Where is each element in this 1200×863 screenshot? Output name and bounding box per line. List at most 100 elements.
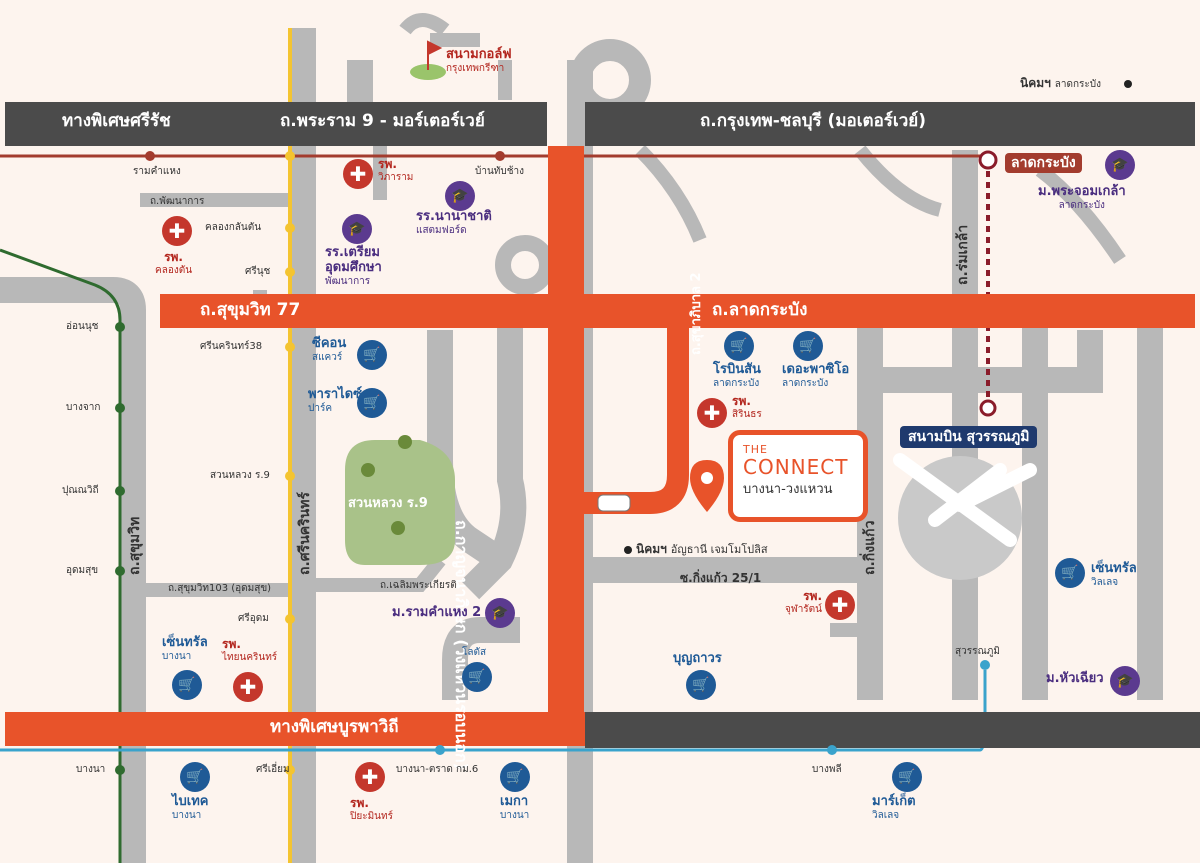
bitec: ไบเทคบางนา bbox=[172, 794, 209, 821]
airport-label: สนามบิน สุวรรณภูมิ bbox=[900, 426, 1038, 449]
hospital-cross-icon: ✚ bbox=[233, 672, 263, 702]
shopping-cart-icon: 🛒 bbox=[180, 762, 210, 792]
nikhom-dot bbox=[1124, 80, 1132, 88]
road-label-sukhumvit103: ถ.สุขุมวิท103 (อุดมสุข) bbox=[168, 583, 272, 594]
yellow-line-stations bbox=[285, 151, 295, 775]
road-label-rom-klao: ถ.ร่มเกล้า bbox=[955, 224, 971, 285]
shopping-cart-icon: 🛒 bbox=[172, 670, 202, 700]
location-pin-icon bbox=[690, 460, 724, 512]
green-line-stations bbox=[115, 322, 125, 775]
park-label: สวนหลวง ร.9 bbox=[348, 496, 428, 511]
station-si-nut: ศรีนุช bbox=[245, 266, 271, 277]
station-khlong-kalantan: คลองกลันตัน bbox=[205, 222, 262, 233]
graduation-cap-icon: 🎓 bbox=[1110, 666, 1140, 696]
project-the-connect[interactable]: THE CONNECT บางนา-วงแหวน bbox=[728, 430, 868, 522]
road-label-sukhumvit: ถ.สุขุมวิท bbox=[127, 516, 143, 575]
road-label-srinagarindra: ถ.ศรีนครินทร์ bbox=[297, 492, 313, 575]
mall-mega: เมกาบางนา bbox=[500, 794, 530, 821]
burapha-orange-road bbox=[5, 712, 585, 746]
road-label-sukhumvit77: ถ.สุขุมวิท 77 bbox=[200, 300, 301, 320]
hospital-thainakarin: รพ.ไทยนครินทร์ bbox=[222, 637, 278, 663]
expressway-sri-rat-road bbox=[5, 102, 547, 146]
mall-seacon: ซีคอนสแควร์ bbox=[312, 336, 347, 363]
mall-lotus: โลตัส bbox=[462, 647, 487, 658]
graduation-cap-icon: 🎓 bbox=[1105, 150, 1135, 180]
station-punnawithi: ปุณณวิถี bbox=[62, 485, 99, 496]
golf-flag-icon bbox=[427, 40, 443, 70]
golf-course-label: สนามกอล์ฟกรุงเทพกรีฑา bbox=[446, 47, 512, 74]
station-udom-suk: อุดมสุข bbox=[66, 565, 99, 576]
interchange-loop bbox=[569, 39, 651, 121]
tree-icon bbox=[398, 435, 412, 449]
airplane-icon bbox=[893, 453, 1037, 547]
car-icon bbox=[597, 494, 631, 512]
tree-icon bbox=[361, 463, 375, 477]
station-ramkhamhaeng: รามคำแหง bbox=[133, 166, 181, 177]
station-si-udom: ศรีอุดม bbox=[238, 613, 269, 624]
station-srinagarindra38: ศรีนครินทร์38 bbox=[200, 341, 263, 352]
road-label-king-kaeo: ถ.กิ่งแก้ว bbox=[862, 520, 878, 575]
burapha-dark-road bbox=[585, 712, 1200, 748]
station-bang-chak: บางจาก bbox=[66, 402, 101, 413]
tree-icon bbox=[391, 521, 405, 535]
mall-boonthavorn: บุญถาวร bbox=[673, 651, 722, 666]
hospital-piyamin: รพ.ปิยะมินทร์ bbox=[350, 796, 393, 822]
motorway-road bbox=[585, 102, 1195, 146]
shopping-cart-icon: 🛒 bbox=[357, 388, 387, 418]
kanchanaphisek-road bbox=[548, 146, 584, 744]
station-suan-luang: สวนหลวง ร.9 bbox=[210, 470, 270, 481]
red-line-stations bbox=[145, 150, 998, 417]
mall-central-bangna: เซ็นทรัลบางนา bbox=[162, 635, 208, 662]
graduation-cap-icon: 🎓 bbox=[342, 214, 372, 244]
nikhom-anthani: นิคมฯ อัญธานี เจมโมโปลิส bbox=[636, 542, 768, 556]
project-title-line3: บางนา-วงแหวน bbox=[743, 482, 833, 497]
mall-robinson: โรบินสันลาดกระบัง bbox=[713, 362, 761, 389]
shopping-cart-icon: 🛒 bbox=[793, 331, 823, 361]
station-bang-phli: บางพลี bbox=[812, 764, 842, 775]
road-label-rama9: ถ.พระราม 9 - มอร์เตอร์เวย์ bbox=[280, 111, 485, 131]
road-label-lat-krabang: ถ.ลาดกระบัง bbox=[712, 300, 808, 320]
graduation-cap-icon: 🎓 bbox=[445, 181, 475, 211]
road-label-chaloem-phrakiat: ถ.เฉลิมพระเกียรติ bbox=[380, 580, 457, 591]
hospital-chularat: รพ.จุฬารัตน์ bbox=[785, 589, 823, 615]
hospital-cross-icon: ✚ bbox=[355, 762, 385, 792]
station-lat-krabang: ลาดกระบัง bbox=[1005, 153, 1082, 174]
mall-paseo: เดอะพาซิโอลาดกระบัง bbox=[782, 362, 850, 389]
station-suvarnabhumi: สุวรรณภูมิ bbox=[955, 646, 1000, 657]
university-huachiew: ม.หัวเฉียว bbox=[1046, 671, 1104, 686]
hospital-vibharam: รพ.วิภาราม bbox=[378, 157, 414, 183]
road-label-sri-rat: ทางพิเศษศรีรัช bbox=[62, 111, 171, 131]
shopping-cart-icon: 🛒 bbox=[357, 340, 387, 370]
mall-paradise: พาราไดซ์ปาร์ค bbox=[308, 387, 362, 414]
hospital-sirinthorn: รพ.สิรินธร bbox=[732, 394, 762, 420]
university-ramkhamhaeng2: ม.รามคำแหง 2 bbox=[392, 605, 482, 620]
hospital-cross-icon: ✚ bbox=[825, 590, 855, 620]
sukhaphiban2-road bbox=[584, 328, 689, 514]
green-line bbox=[0, 248, 122, 863]
university-kmitl: ม.พระจอมเกล้าลาดกระบัง bbox=[1038, 184, 1126, 211]
school-nana: รร.นานาชาติแสตมฟอร์ด bbox=[416, 209, 492, 236]
shopping-cart-icon: 🛒 bbox=[892, 762, 922, 792]
blue-line-stations bbox=[435, 660, 990, 755]
station-on-nut: อ่อนนุช bbox=[66, 321, 99, 332]
station-bang-na-trat: บางนา-ตราด กม.6 bbox=[396, 764, 479, 775]
road-label-kanchanaphisek: ถ.กาญจนาภิเษก (วงแหวนรอบนอก) bbox=[452, 520, 471, 770]
shopping-cart-icon: 🛒 bbox=[1055, 558, 1085, 588]
mall-central-village: เซ็นทรัลวิลเลจ bbox=[1091, 561, 1137, 588]
station-ban-thap-chang: บ้านทับช้าง bbox=[475, 166, 525, 177]
graduation-cap-icon: 🎓 bbox=[485, 598, 515, 628]
shopping-cart-icon: 🛒 bbox=[686, 670, 716, 700]
nikhom-lat-krabang: นิคมฯ ลาดกระบัง bbox=[1020, 76, 1101, 90]
market-village: มาร์เก็ตวิลเลจ bbox=[872, 794, 916, 821]
road-label-sukhaphiban2: ถ.สุขาภิบาล 2 bbox=[689, 272, 704, 355]
road-label-burapha: ทางพิเศษบูรพาวิถี bbox=[270, 717, 399, 737]
anthani-dot bbox=[624, 546, 632, 554]
sukhumvit77-road bbox=[160, 294, 1195, 328]
hospital-khlongton: รพ.คลองตัน bbox=[155, 250, 193, 276]
project-title-line2: CONNECT bbox=[743, 455, 849, 479]
project-title-line1: THE bbox=[743, 443, 768, 456]
golf-green bbox=[410, 64, 446, 80]
station-bang-na: บางนา bbox=[76, 764, 106, 775]
